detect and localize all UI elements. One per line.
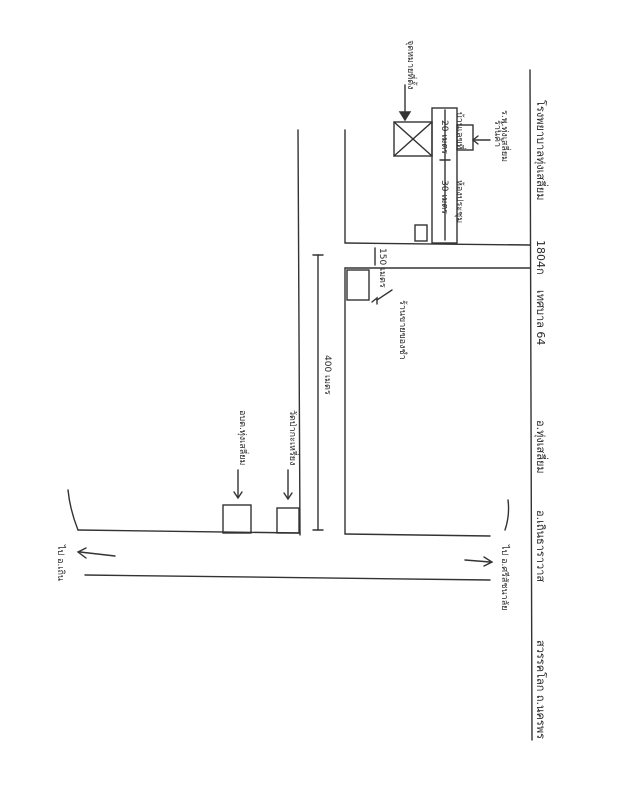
side-road-upper-edge (344, 242, 531, 246)
inner-label-upper: บ้านเลขที่ (454, 112, 464, 150)
grocery-box (346, 269, 370, 301)
main-road-line (529, 69, 533, 741)
building-2-box (276, 507, 300, 534)
building-2-label: วัดป่ากะเหรี่ยง (287, 410, 297, 466)
bottom-road-lower-edge (84, 574, 491, 581)
label-district-1: อ.ทุ่งเสลี่ยม (534, 420, 547, 474)
direction-note-left: ไป อ.เถิน (55, 545, 65, 582)
bottom-road-left-curve (67, 489, 79, 531)
inner-label-lower: ห้องประชุม (454, 180, 464, 224)
target-building (393, 121, 433, 157)
target-label: จุดหมายที่ตั้ง (405, 40, 415, 90)
dimension-30m: 30 เมตร (439, 180, 449, 215)
shop-box (456, 124, 474, 151)
label-hospital: โรงพยาบาลทุ่งเสลี่ยม (534, 100, 547, 201)
corner-box (414, 224, 428, 242)
grocery-label: ร้านขายของชำ (397, 300, 407, 360)
building-1-label: อบต.ทุ่งเสลี่ยม (237, 410, 247, 466)
top-block-outline (431, 107, 458, 244)
bottom-road-right-curve (504, 499, 510, 531)
road-vertical-left-edge (297, 129, 301, 536)
dimension-400m-label: 400 เมตร (322, 355, 332, 395)
label-road-number: 1804ก (534, 240, 547, 275)
dimension-150m: 150 เมตร (377, 248, 387, 288)
dimension-20m: 20 เมตร (439, 120, 449, 155)
label-district-2: อ.เถินธาราวาส (534, 510, 547, 583)
bottom-road-upper-edge-right (344, 533, 491, 537)
shop-side-label: ร้านค้า (492, 120, 502, 148)
bottom-road-upper-edge-left (77, 529, 301, 534)
building-1-box (222, 504, 252, 534)
label-district-3: สวรรคโลก ถ.นครพร (534, 640, 547, 739)
label-municipality: เทศบาล 64 (534, 290, 547, 346)
direction-note-right: ไป อ.ศรีสัชนาลัย (499, 545, 509, 611)
